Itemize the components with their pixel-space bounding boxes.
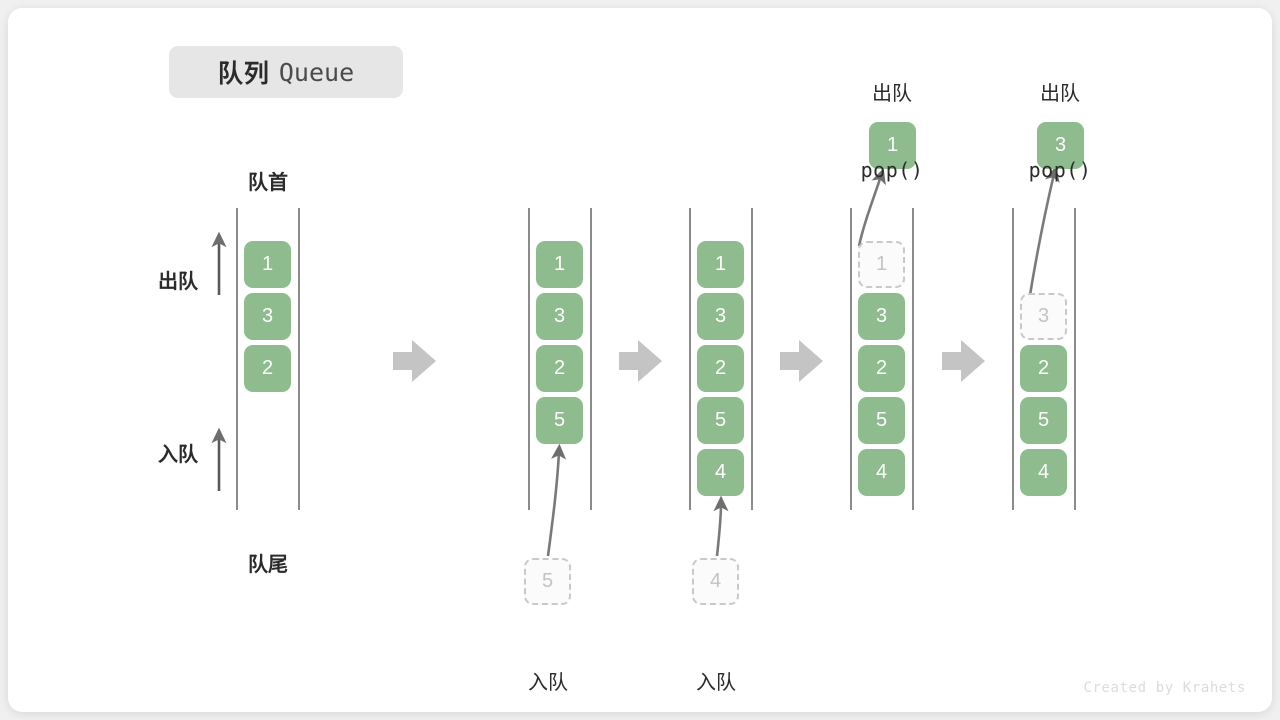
queue-cell: 3 [536, 293, 583, 340]
queue-cell: 5 [858, 397, 905, 444]
push-4-label-cn: 入队 [696, 672, 736, 695]
dequeue-side-label: 出队 [158, 271, 198, 293]
pop-1-label: 出队 pop() [802, 34, 982, 231]
queue-cell-new: 5 [536, 397, 583, 444]
queue-cell: 2 [1020, 345, 1067, 392]
diagram-stage: 队列 Queue 队首 队尾 出队 入队 1 3 2 1 3 2 5 1 3 2… [8, 8, 1272, 712]
figure-title-cn: 队列 [217, 60, 270, 88]
queue-cell: 2 [697, 345, 744, 392]
queue-cell: 1 [244, 241, 291, 288]
queue-cell-new: 4 [697, 449, 744, 496]
queue-tail-label: 队尾 [248, 554, 288, 576]
queue-cell: 2 [858, 345, 905, 392]
push-4-source-cell: 4 [692, 558, 739, 605]
pop-1-label-code: pop() [802, 156, 982, 185]
push-5-source-cell: 5 [524, 558, 571, 605]
pop-3-code-prefix: pop( [1028, 157, 1079, 182]
pop-1-code-suffix: ) [910, 157, 924, 182]
queue-cell: 2 [244, 345, 291, 392]
pop-1-label-cn: 出队 [872, 83, 912, 106]
push-5-arrow [546, 443, 567, 557]
pop-3-label-code: pop() [970, 156, 1150, 185]
queue-cell: 3 [858, 293, 905, 340]
enqueue-side-label: 入队 [158, 444, 198, 466]
queue-cell: 5 [1020, 397, 1067, 444]
pop-3-label: 出队 pop() [970, 34, 1150, 231]
queue-cell: 3 [697, 293, 744, 340]
pop-3-label-cn: 出队 [1040, 83, 1080, 106]
queue-cell: 3 [244, 293, 291, 340]
step-arrow-4 [942, 340, 985, 382]
figure-title-en: Queue [278, 57, 355, 87]
step-arrow-1 [393, 340, 436, 382]
queue-cell: 1 [697, 241, 744, 288]
pop-3-result-cell: 3 [1037, 122, 1084, 169]
queue-cell-removed: 3 [1020, 293, 1067, 340]
step-arrow-3 [780, 340, 823, 382]
pop-1-result-cell: 1 [869, 122, 916, 169]
queue-cell: 2 [536, 345, 583, 392]
push-5-label-cn: 入队 [528, 672, 568, 695]
push-5-label: 入队 push(5) [458, 623, 638, 712]
queue-cell-removed: 1 [858, 241, 905, 288]
queue-cell: 4 [858, 449, 905, 496]
queue-cell: 1 [536, 241, 583, 288]
pop-3-code-suffix: ) [1078, 157, 1092, 182]
queue-head-label: 队首 [248, 172, 288, 194]
push-4-arrow [713, 495, 729, 557]
figure-card: 队列 Queue 队首 队尾 出队 入队 1 3 2 1 3 2 5 1 3 2… [8, 8, 1272, 712]
watermark: Created by Krahets [1083, 680, 1246, 696]
figure-title-badge: 队列 Queue [169, 46, 403, 98]
step-arrow-2 [619, 340, 662, 382]
queue-cell: 5 [697, 397, 744, 444]
push-4-label: 入队 push(4) [626, 623, 806, 712]
pop-1-code-prefix: pop( [860, 157, 911, 182]
queue-cell: 4 [1020, 449, 1067, 496]
